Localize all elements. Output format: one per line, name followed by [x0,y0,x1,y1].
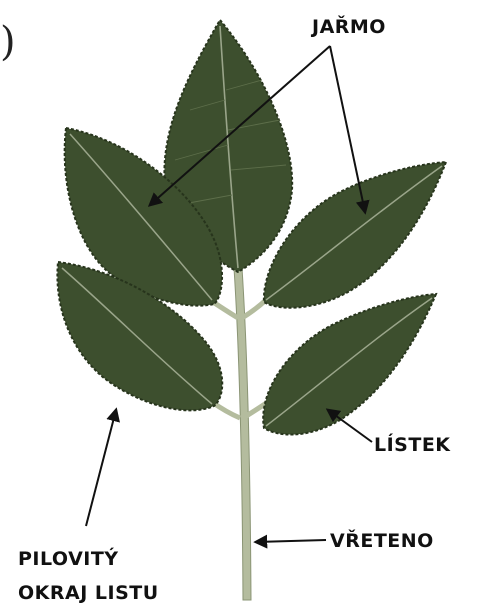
arrow-pilovity [86,410,116,526]
leaflet-lower-right [263,294,436,435]
arrow-jarmo-to-right-leaflet [330,46,365,212]
petiolule-lower-left [212,402,240,418]
label-listek: LÍSTEK [374,434,451,456]
arrow-listek [328,410,372,442]
arrow-vreteno [256,540,326,542]
label-pilovity-line2: OKRAJ LISTU [18,582,159,604]
label-pilovity-line1: PILOVITÝ [18,548,119,570]
petiolule-upper-right [242,300,266,318]
label-vreteno: VŘETENO [330,530,434,552]
label-jarmo: JAŘMO [312,16,386,38]
